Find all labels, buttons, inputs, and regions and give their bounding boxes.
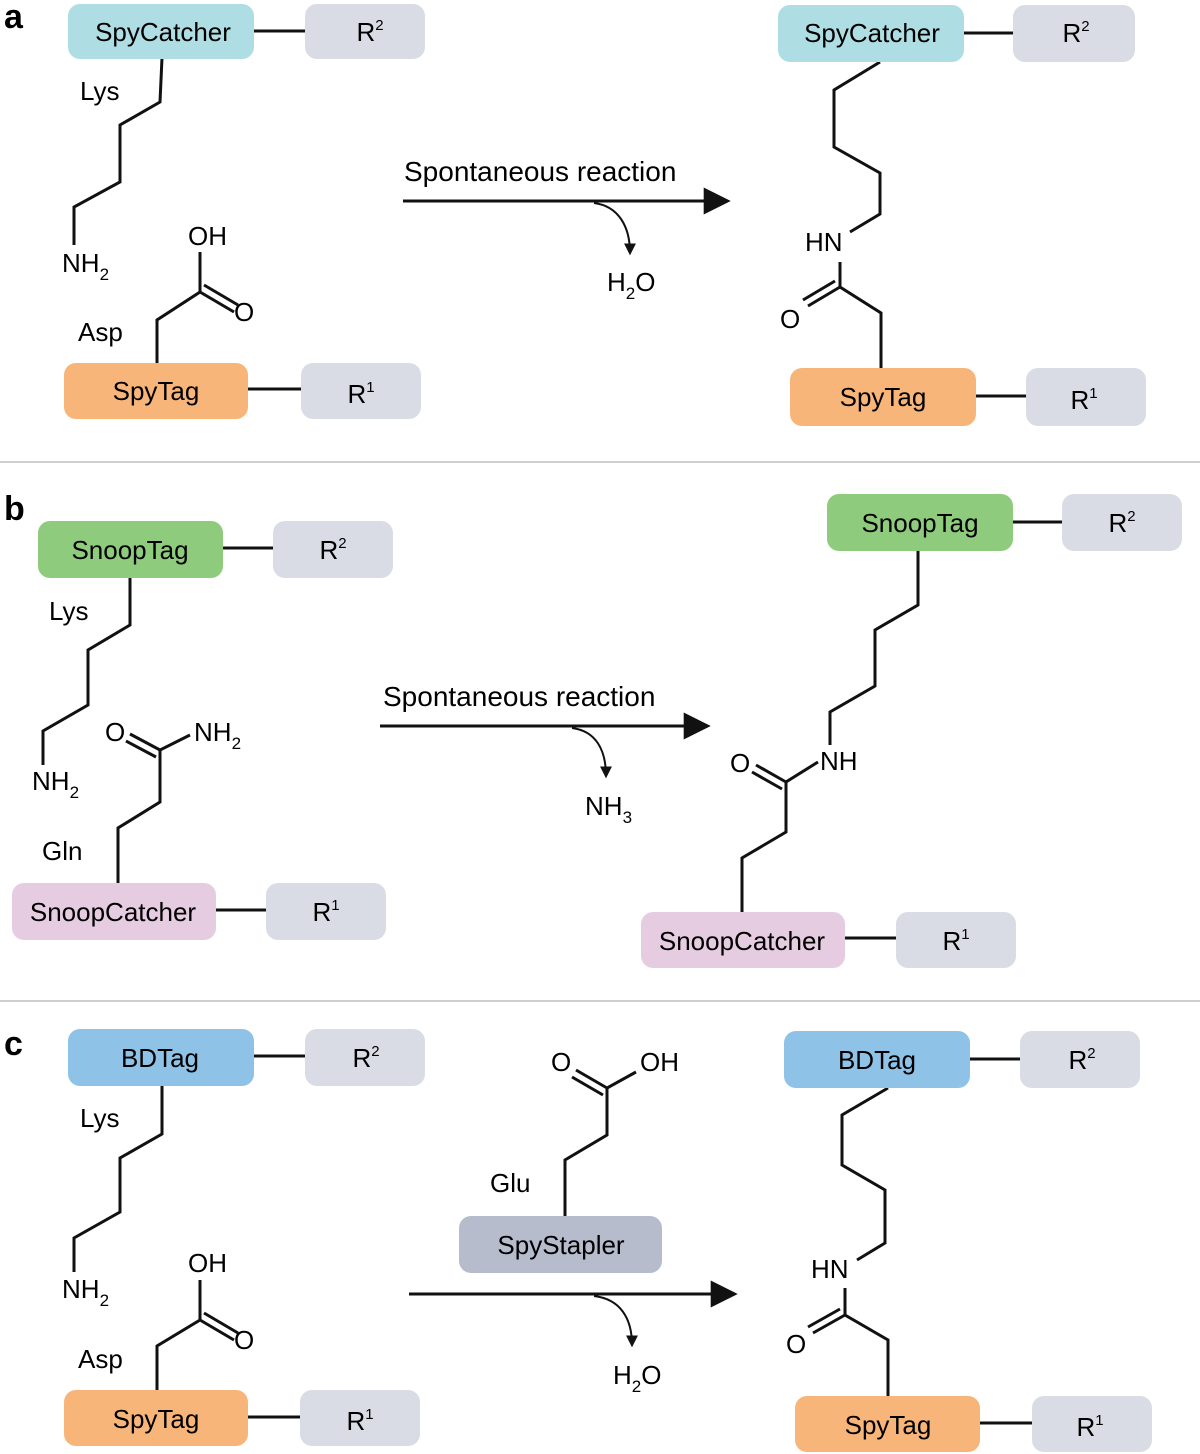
spycatcher-box	[68, 4, 254, 59]
oh-label-c: OH	[188, 1248, 227, 1278]
lys-label-b: Lys	[49, 596, 89, 626]
r1-box-product	[1026, 368, 1146, 426]
r2-box-b-product	[1062, 494, 1182, 551]
snooptag-box	[38, 521, 223, 578]
panel-c-product	[807, 1057, 1032, 1425]
hn-label-c-product: HN	[811, 1254, 849, 1284]
r2-box-product	[1013, 5, 1135, 62]
byproduct-arrow	[593, 202, 636, 256]
lys-label: Lys	[80, 76, 120, 106]
panel-b-reactants	[41, 546, 273, 912]
panel-c-reactants	[72, 1054, 305, 1419]
byproduct-label-b: NH3	[585, 791, 632, 827]
r2-label-c-product: R2	[1068, 1045, 1095, 1075]
r2-label-b-product: R2	[1108, 508, 1135, 538]
r2-label: R2	[356, 17, 383, 47]
snooptag-label-product: SnoopTag	[861, 508, 978, 538]
spytag-box	[64, 363, 248, 419]
r2-box-c-product	[1020, 1031, 1140, 1088]
r1-box-b	[266, 883, 386, 940]
r1-label-product: R1	[1070, 385, 1097, 415]
nh-label-product: NH	[820, 746, 858, 776]
spystapler-label: SpyStapler	[497, 1230, 625, 1260]
carbonyl-o-label-c: O	[234, 1325, 254, 1355]
glu-label: Glu	[490, 1168, 530, 1198]
panel-a-product	[802, 31, 1026, 398]
amide-o-label: O	[105, 717, 125, 747]
r2-label-c: R2	[352, 1043, 379, 1073]
amide-o-label-product: O	[730, 748, 750, 778]
nh2-label: NH2	[62, 248, 109, 284]
spytag-box-product	[790, 368, 976, 426]
panel-a: a SpyCatcher R2 Lys NH2 OH O Asp SpyTag …	[4, 0, 1146, 426]
panel-c: c BDTag R2 Lys NH2 OH O Asp SpyTag R1 O …	[4, 1025, 1152, 1452]
reaction-label: Spontaneous reaction	[404, 156, 676, 187]
r1-label: R1	[347, 379, 374, 409]
bdtag-label: BDTag	[121, 1043, 199, 1073]
byproduct-arrow-b	[571, 727, 612, 779]
spytag-box-c	[64, 1390, 248, 1446]
panel-letter-c: c	[4, 1025, 23, 1063]
panel-a-reactants	[72, 29, 305, 391]
snooptag-label: SnoopTag	[71, 535, 188, 565]
r1-box-c	[300, 1390, 420, 1446]
lys-label-c: Lys	[80, 1103, 120, 1133]
snoopcatcher-box-product	[641, 912, 845, 968]
byproduct-label-c: H2O	[613, 1360, 661, 1396]
amide-nh2-label: NH2	[194, 717, 241, 753]
glu-oh-label: OH	[640, 1047, 679, 1077]
spytag-label-product: SpyTag	[840, 382, 927, 412]
snoopcatcher-label-product: SnoopCatcher	[659, 926, 826, 956]
spytag-label-c: SpyTag	[113, 1404, 200, 1434]
panel-b-product	[740, 520, 1062, 940]
snoopcatcher-box	[12, 883, 216, 940]
carbonyl-o-label: O	[234, 297, 254, 327]
spytag-box-c-product	[795, 1396, 980, 1452]
bdtag-box-product	[784, 1031, 970, 1088]
r2-box-b	[273, 521, 393, 578]
reaction-label-b: Spontaneous reaction	[383, 681, 655, 712]
spytag-label: SpyTag	[113, 376, 200, 406]
r1-label-b: R1	[312, 897, 339, 927]
r1-box	[301, 363, 421, 419]
snoopcatcher-label: SnoopCatcher	[30, 897, 197, 927]
gln-label: Gln	[42, 836, 82, 866]
nh2-label-c: NH2	[62, 1274, 109, 1310]
panel-b: b SnoopTag R2 Lys NH2 O NH2 Gln SnoopCat…	[4, 490, 1182, 968]
asp-label-c: Asp	[78, 1344, 123, 1374]
r1-box-b-product	[896, 912, 1016, 968]
byproduct-arrow-c	[593, 1295, 638, 1348]
spycatcher-box-product	[778, 5, 964, 62]
carbonyl-o-label-c-product: O	[786, 1329, 806, 1359]
byproduct-label: H2O	[607, 267, 655, 303]
panel-letter-a: a	[4, 0, 24, 36]
spystapler-box	[459, 1216, 662, 1273]
hn-label: HN	[805, 227, 843, 257]
r2-label-b: R2	[319, 535, 346, 565]
glu-o-label: O	[551, 1047, 571, 1077]
spytag-label-c-product: SpyTag	[845, 1410, 932, 1440]
r2-box	[305, 4, 425, 59]
spystapler-sidechain	[563, 1068, 637, 1216]
r1-label-c: R1	[346, 1406, 373, 1436]
r2-label-product: R2	[1062, 18, 1089, 48]
nh2-label-b: NH2	[32, 766, 79, 802]
bdtag-label-product: BDTag	[838, 1045, 916, 1075]
panel-letter-b: b	[4, 490, 25, 528]
oh-label: OH	[188, 221, 227, 251]
r2-box-c	[305, 1029, 425, 1086]
carbonyl-o-label-product: O	[780, 304, 800, 334]
r1-label-b-product: R1	[942, 926, 969, 956]
r1-label-c-product: R1	[1076, 1412, 1103, 1442]
bdtag-box	[68, 1029, 254, 1086]
snooptag-box-product	[827, 494, 1013, 551]
spycatcher-label: SpyCatcher	[95, 17, 231, 47]
spycatcher-label-product: SpyCatcher	[804, 18, 940, 48]
asp-label: Asp	[78, 317, 123, 347]
r1-box-c-product	[1032, 1396, 1152, 1452]
